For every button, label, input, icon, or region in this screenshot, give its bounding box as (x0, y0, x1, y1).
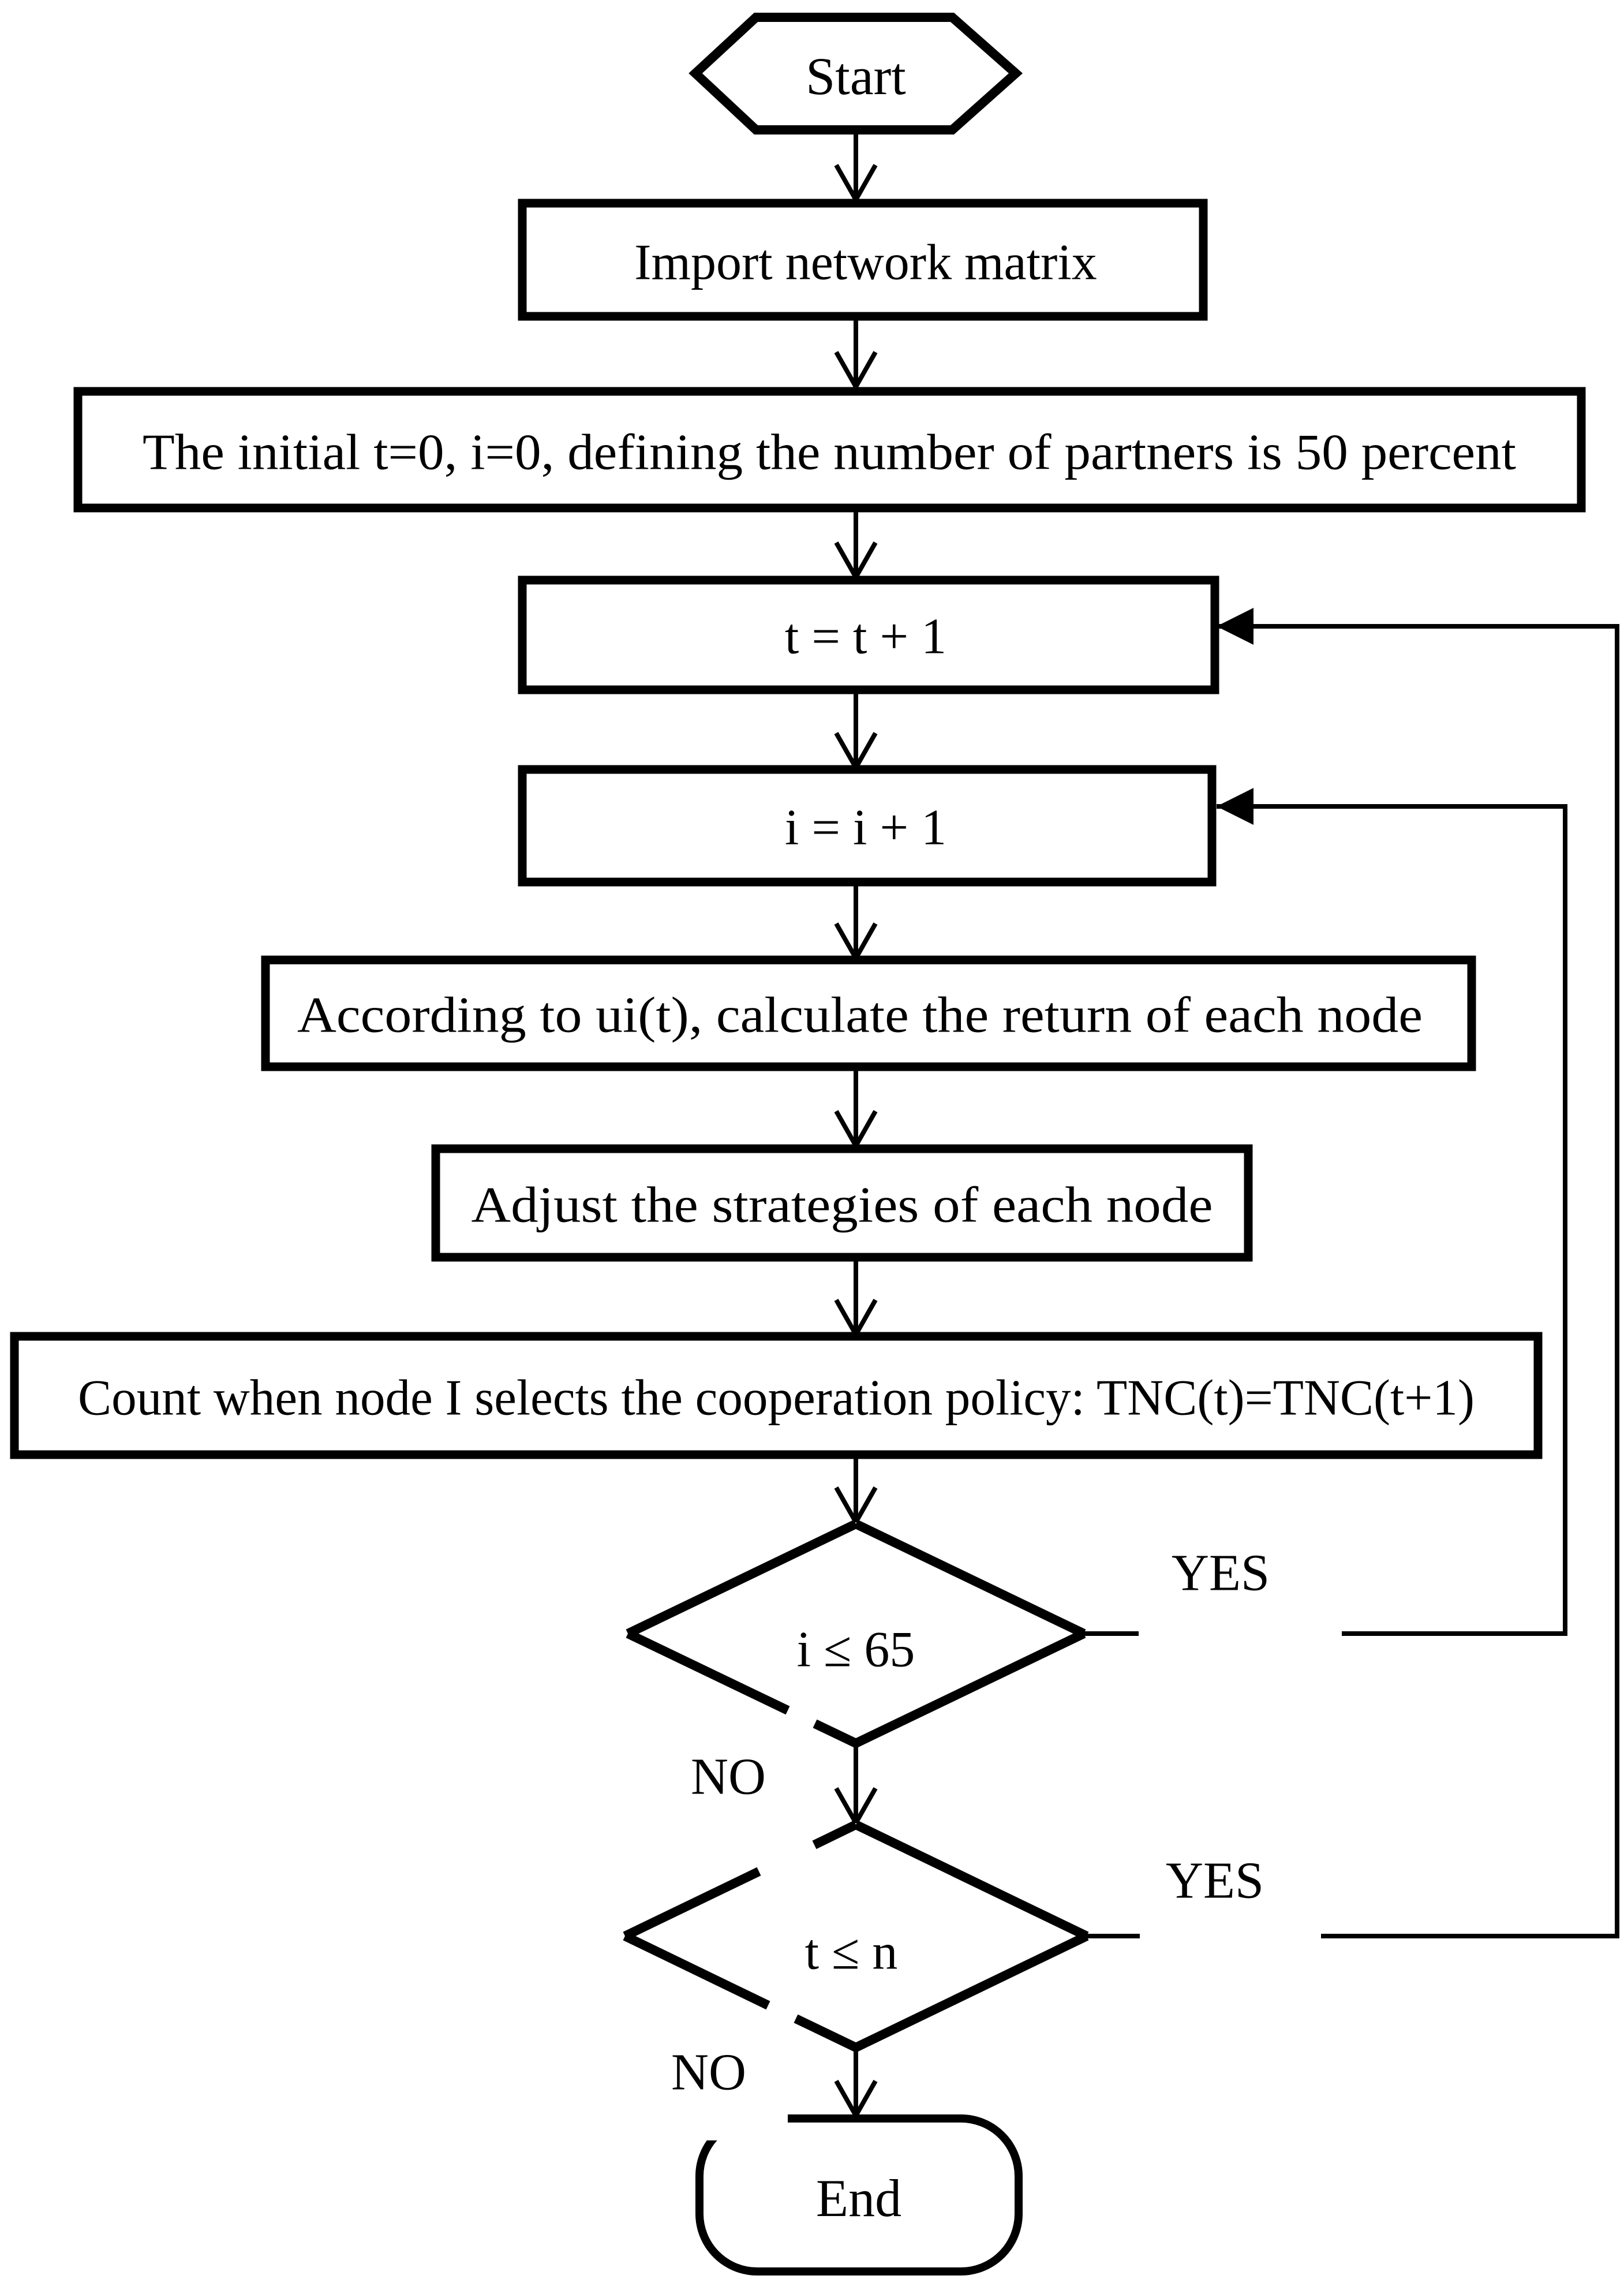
yes-i-loop-to-i-inc (1217, 788, 1567, 1636)
node-calc-box (261, 955, 1476, 1071)
label-yes-i: YES (1172, 1545, 1270, 1602)
node-start-hexagon (688, 13, 1023, 134)
node-import-box (518, 199, 1208, 321)
label-no-t: NO (671, 2044, 746, 2101)
node-adjust-label: Adjust the strategies of each node (472, 1178, 1213, 1234)
node-t-inc-label: t = t + 1 (785, 609, 946, 665)
node-calc-label: According to ui(t), calculate the return… (297, 988, 1423, 1044)
node-end-label: End (816, 2169, 901, 2228)
node-check-i-label: i ≤ 65 (797, 1622, 915, 1678)
yes-t-loop-to-t-inc (1217, 608, 1619, 1938)
node-count-label: Count when node I selects the cooperatio… (78, 1370, 1475, 1426)
check-i-edge-br (854, 1629, 1086, 1748)
label-yes-t: YES (1166, 1852, 1264, 1910)
node-check-t-label: t ≤ n (805, 1925, 898, 1981)
node-import-label: Import network matrix (634, 235, 1097, 291)
check-i-edge-tr (854, 1519, 1086, 1638)
node-check-i-diamond (626, 1519, 1086, 1748)
node-check-t-diamond (623, 1820, 1089, 2052)
node-i-inc-label: i = i + 1 (785, 800, 946, 856)
check-i-edge-bl-1 (626, 1629, 790, 1715)
node-start-label: Start (806, 47, 906, 106)
check-t-edge-bl-2 (794, 2014, 858, 2052)
check-i-edge-bl-2 (813, 1719, 858, 1748)
node-count-box (10, 1332, 1543, 1459)
check-t-edge-tl-2 (623, 1867, 761, 1941)
node-t-inc-box (518, 576, 1219, 694)
check-t-edge-tl-1 (812, 1820, 858, 1849)
node-init-box (73, 387, 1586, 513)
check-t-edge-bl-1 (623, 1931, 770, 2010)
node-i-inc-box (518, 765, 1217, 887)
check-t-edge-tr (854, 1820, 1089, 1941)
label-no-i: NO (691, 1748, 766, 1806)
node-init-label: The initial t=0, i=0, defining the numbe… (143, 425, 1516, 481)
end-shape-stroke-gap (693, 2107, 788, 2140)
node-end-shape (695, 2114, 1023, 2275)
check-t-edge-br (854, 1931, 1089, 2052)
node-adjust-box (431, 1144, 1253, 1262)
check-i-edge-tl (626, 1519, 858, 1638)
